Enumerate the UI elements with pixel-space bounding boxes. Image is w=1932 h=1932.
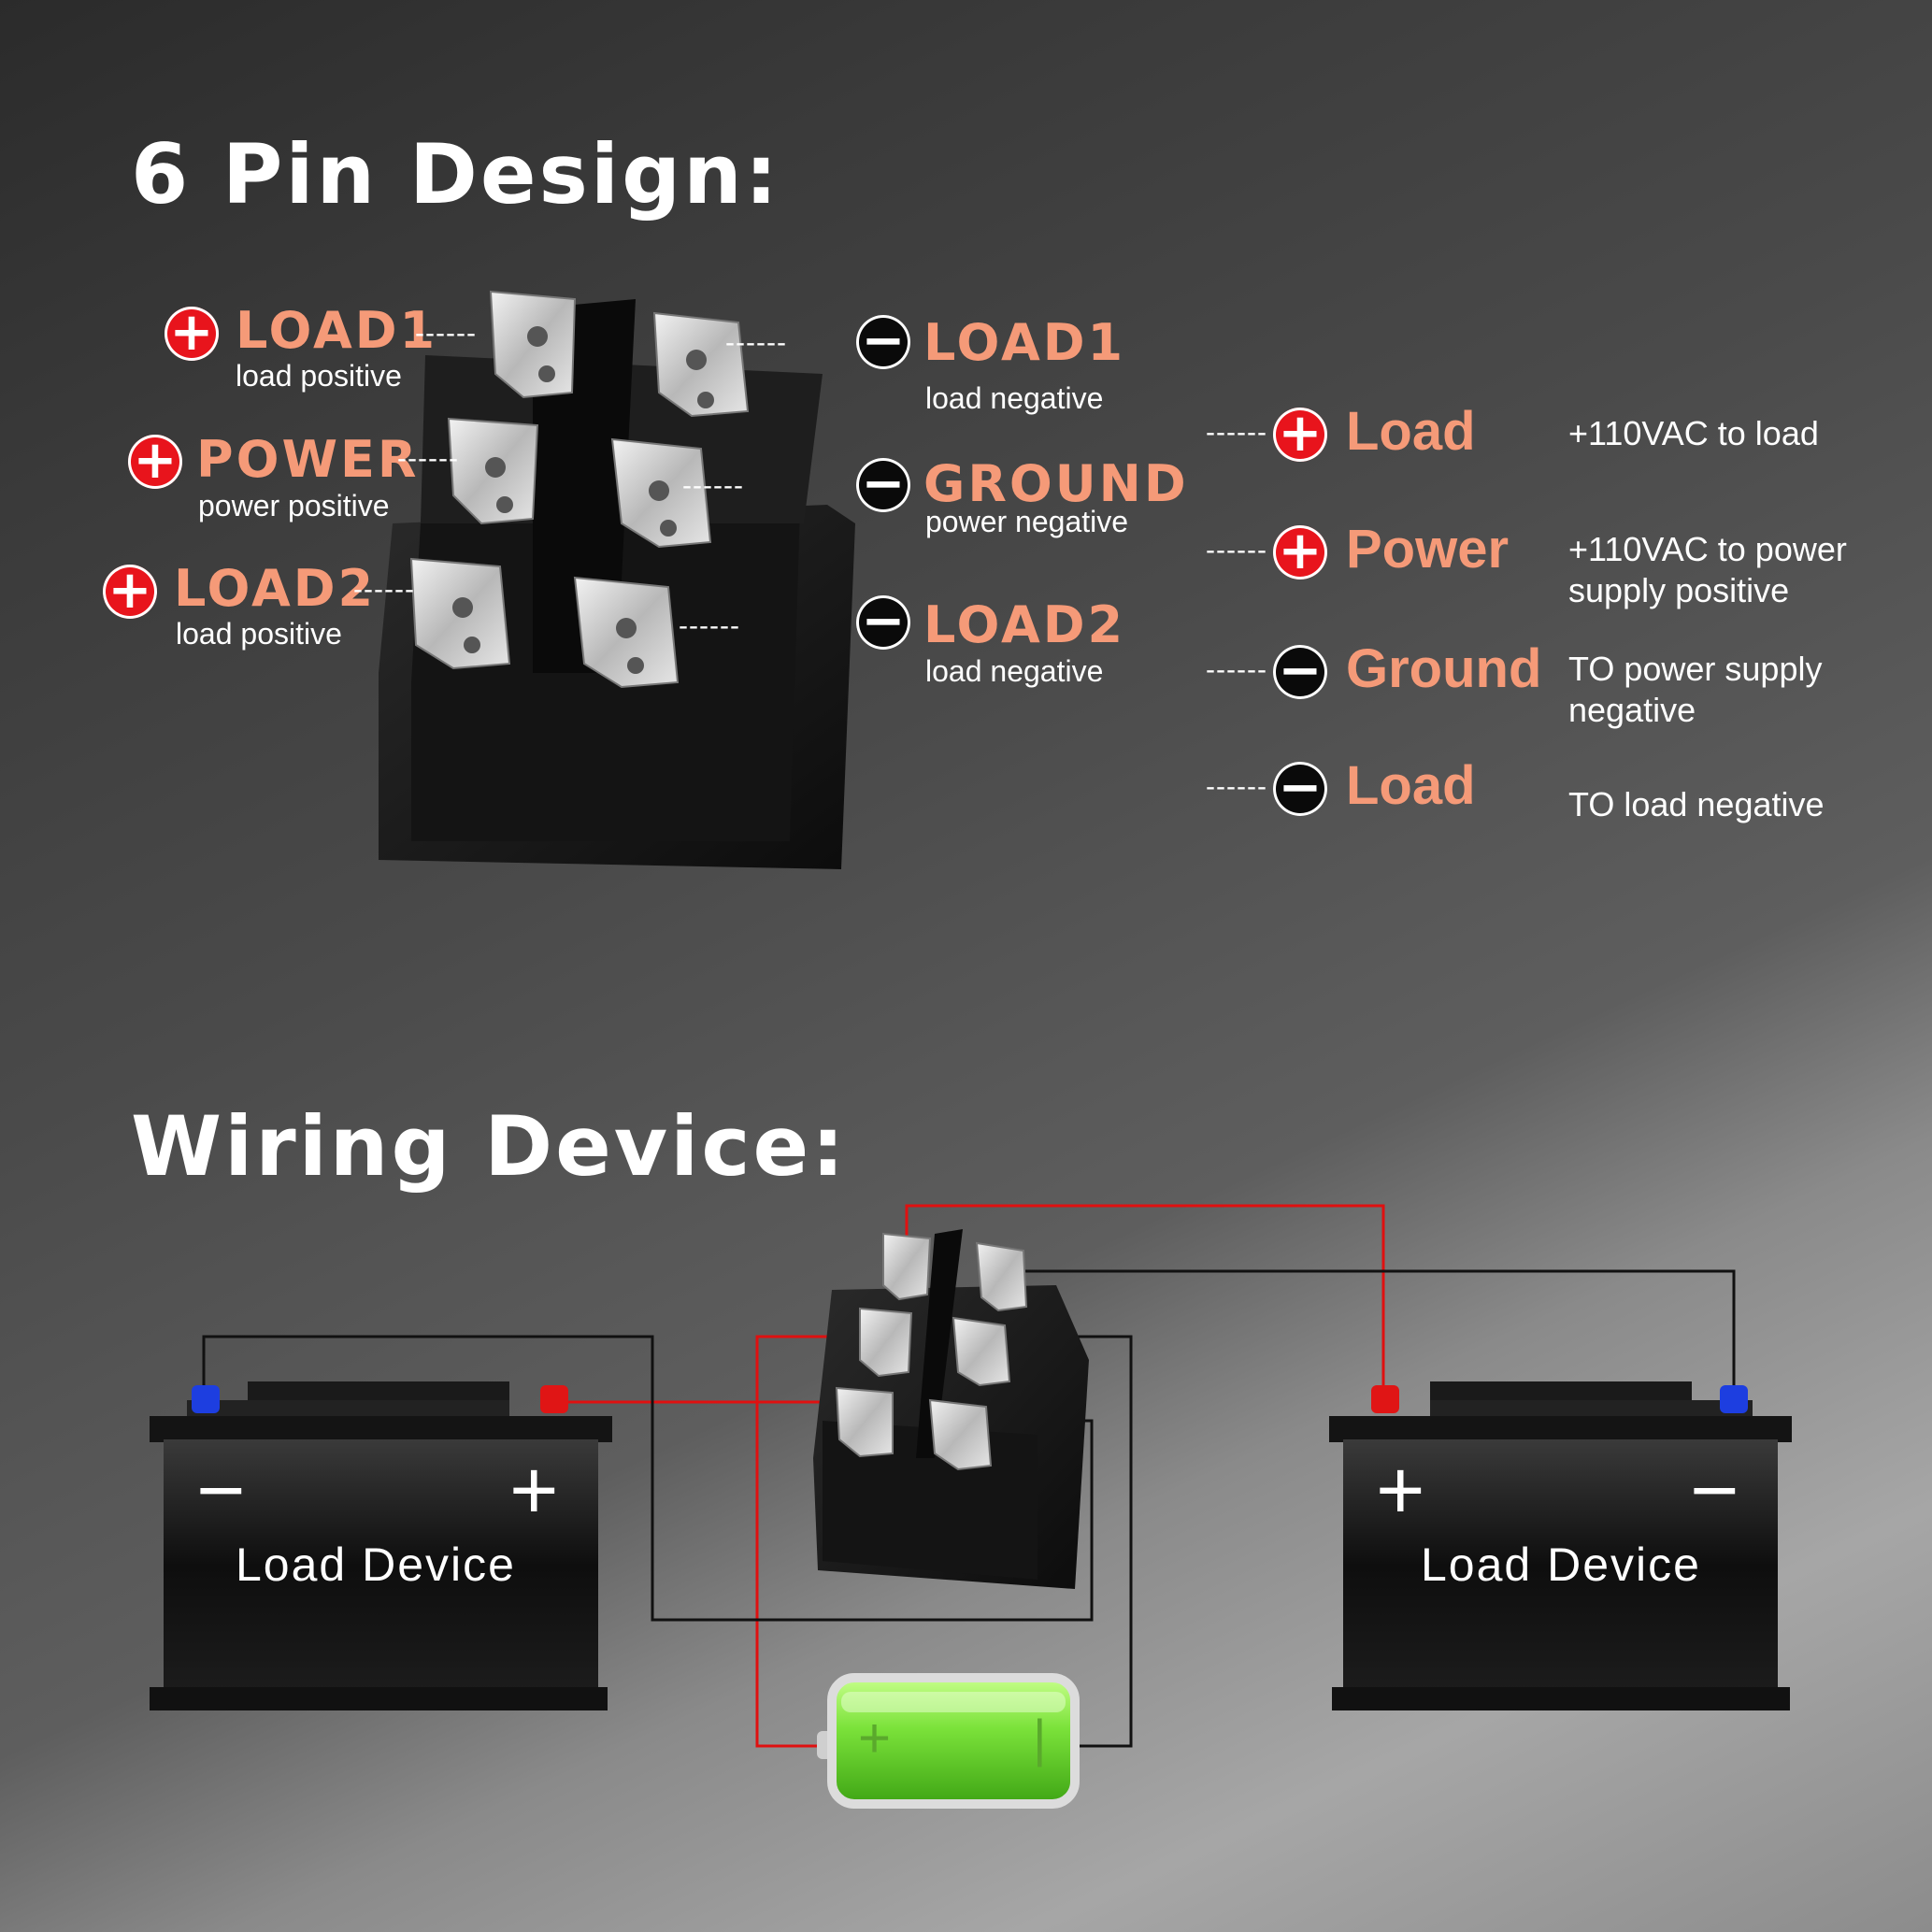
rocker-switch-wiring xyxy=(813,1229,1089,1589)
load-device-left-label: Load Device xyxy=(236,1538,516,1591)
minus-icon: − xyxy=(856,315,910,369)
pin-left-1-desc: load positive xyxy=(236,359,402,393)
legend-name: Load xyxy=(1346,755,1476,816)
leader-line: ------ xyxy=(397,443,459,474)
leader-line: ------ xyxy=(415,318,477,349)
pin-left-2-name: POWER xyxy=(196,430,420,489)
device-left-plus: + xyxy=(509,1444,559,1538)
wiring-device-title: Wiring Device: xyxy=(131,1098,848,1195)
pin-left-3-name: LOAD2 xyxy=(174,559,377,618)
pin-right-1-desc: load negative xyxy=(925,381,1104,415)
plus-icon: + xyxy=(1273,408,1327,462)
leader-line: ------ xyxy=(1206,654,1267,685)
pin-right-2-name: GROUND xyxy=(923,454,1189,513)
plus-icon: + xyxy=(165,307,219,361)
pin-right-3-name: LOAD2 xyxy=(923,595,1126,654)
battery-plus: + xyxy=(858,1707,892,1769)
minus-icon: − xyxy=(856,458,910,512)
leader-line: ------ xyxy=(353,574,415,605)
legend-name: Power xyxy=(1346,519,1510,580)
minus-icon: − xyxy=(1273,645,1327,699)
legend-desc: +110VAC to power supply positive xyxy=(1568,530,1847,609)
battery-minus: | xyxy=(1033,1709,1047,1767)
pin-left-3-desc: load positive xyxy=(176,617,342,651)
pin-right-2-desc: power negative xyxy=(925,505,1129,538)
plus-icon: + xyxy=(103,565,157,619)
load-device-left-body xyxy=(150,1381,612,1710)
plus-icon: + xyxy=(1273,525,1327,580)
pin-left-1-name: LOAD1 xyxy=(236,301,438,360)
rocker-switch-top xyxy=(379,290,855,869)
device-left-minus: − xyxy=(196,1444,246,1538)
leader-line: ------ xyxy=(682,470,744,501)
pin-right-3-desc: load negative xyxy=(925,654,1104,688)
legend-desc: TO power supply negative xyxy=(1568,650,1823,729)
pin-design-title: 6 Pin Design: xyxy=(131,126,780,222)
load-device-right-body xyxy=(1329,1381,1792,1710)
battery xyxy=(817,1673,1080,1809)
device-right-minus: − xyxy=(1690,1444,1739,1538)
pin-left-2-desc: power positive xyxy=(198,489,390,522)
leader-line: ------ xyxy=(1206,417,1267,448)
leader-line: ------ xyxy=(679,610,740,641)
device-right-plus: + xyxy=(1376,1444,1425,1538)
legend-desc: +110VAC to load xyxy=(1568,414,1819,452)
minus-icon: − xyxy=(856,595,910,650)
legend-desc: TO load negative xyxy=(1568,785,1825,823)
minus-icon: − xyxy=(1273,762,1327,816)
pin-right-1-name: LOAD1 xyxy=(923,313,1126,372)
legend-name: Load xyxy=(1346,401,1476,462)
leader-line: ------ xyxy=(725,327,787,358)
plus-icon: + xyxy=(128,435,182,489)
leader-line: ------ xyxy=(1206,771,1267,802)
leader-line: ------ xyxy=(1206,535,1267,565)
load-device-right-label: Load Device xyxy=(1421,1538,1701,1591)
legend-name: Ground xyxy=(1346,638,1542,699)
